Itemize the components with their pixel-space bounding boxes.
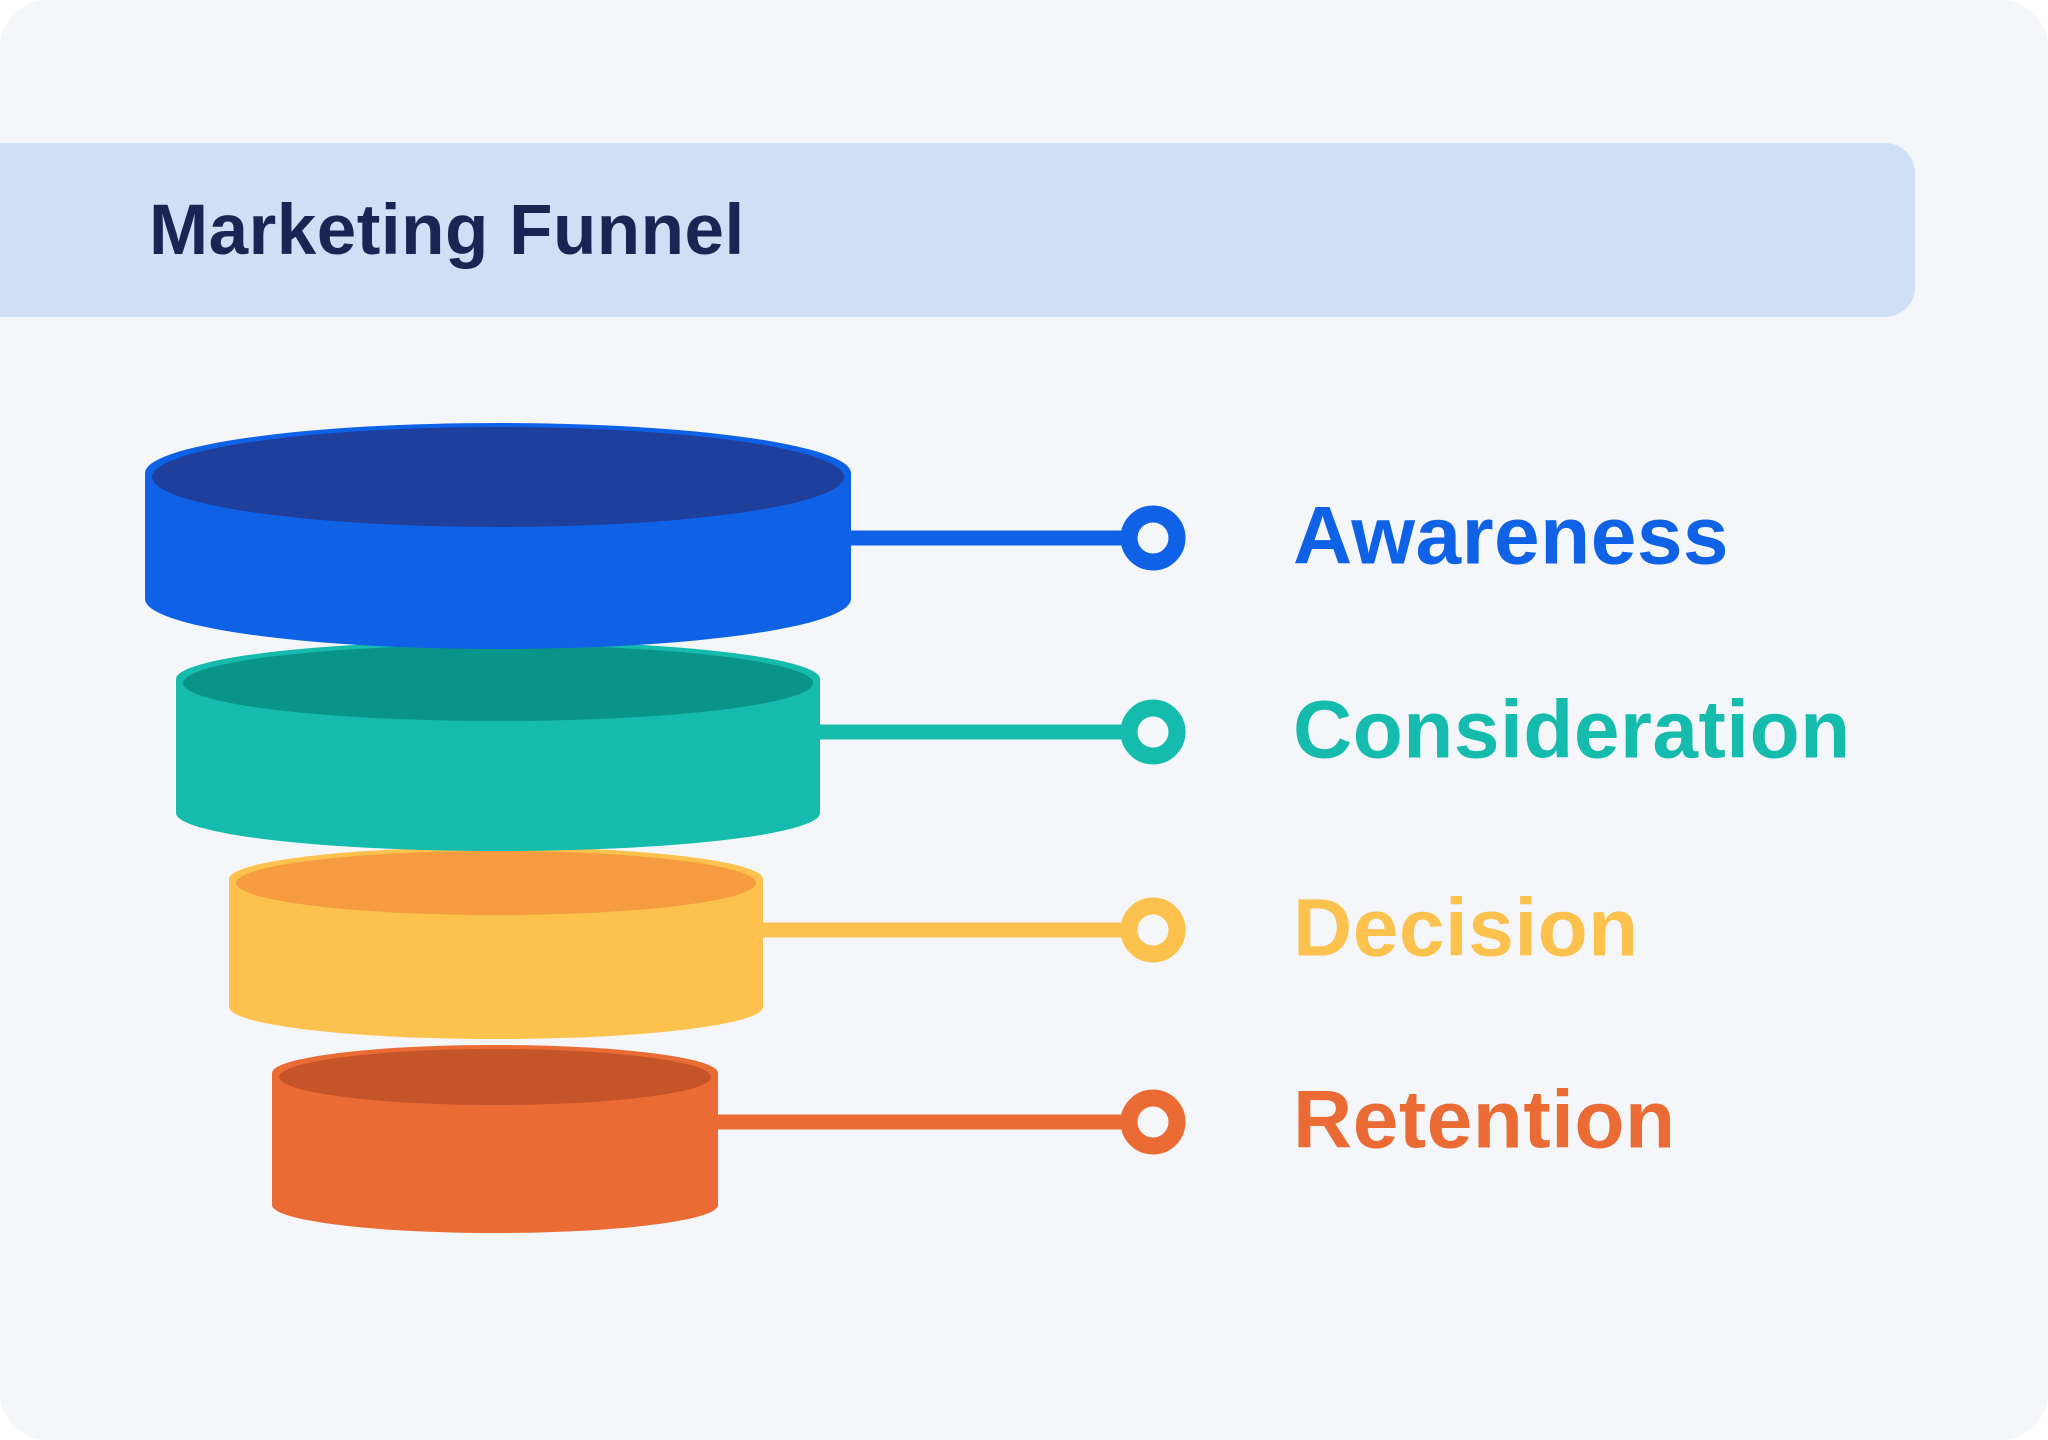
connector-dot-icon-decision <box>1120 897 1186 963</box>
connector-dot-icon-consideration <box>1120 699 1186 765</box>
funnel-stage-retention <box>272 1045 1186 1233</box>
connector-dot-icon-retention <box>1120 1089 1186 1155</box>
stage-label-decision: Decision <box>1293 882 1639 974</box>
page-title: Marketing Funnel <box>149 190 745 270</box>
stage-top-face-retention <box>279 1049 711 1105</box>
funnel-stage-consideration <box>176 641 1186 851</box>
stage-label-awareness: Awareness <box>1293 490 1730 582</box>
stage-top-face-consideration <box>183 645 813 721</box>
stage-top-face-decision <box>236 851 756 915</box>
stage-label-retention: Retention <box>1293 1074 1676 1166</box>
header-bar: Marketing Funnel <box>0 143 1915 317</box>
stage-top-face-awareness <box>152 427 844 527</box>
connector-dot-icon-awareness <box>1120 505 1186 571</box>
stage-label-consideration: Consideration <box>1293 684 1851 776</box>
funnel-stage-decision <box>229 847 1186 1039</box>
funnel-stage-awareness <box>145 423 1186 649</box>
